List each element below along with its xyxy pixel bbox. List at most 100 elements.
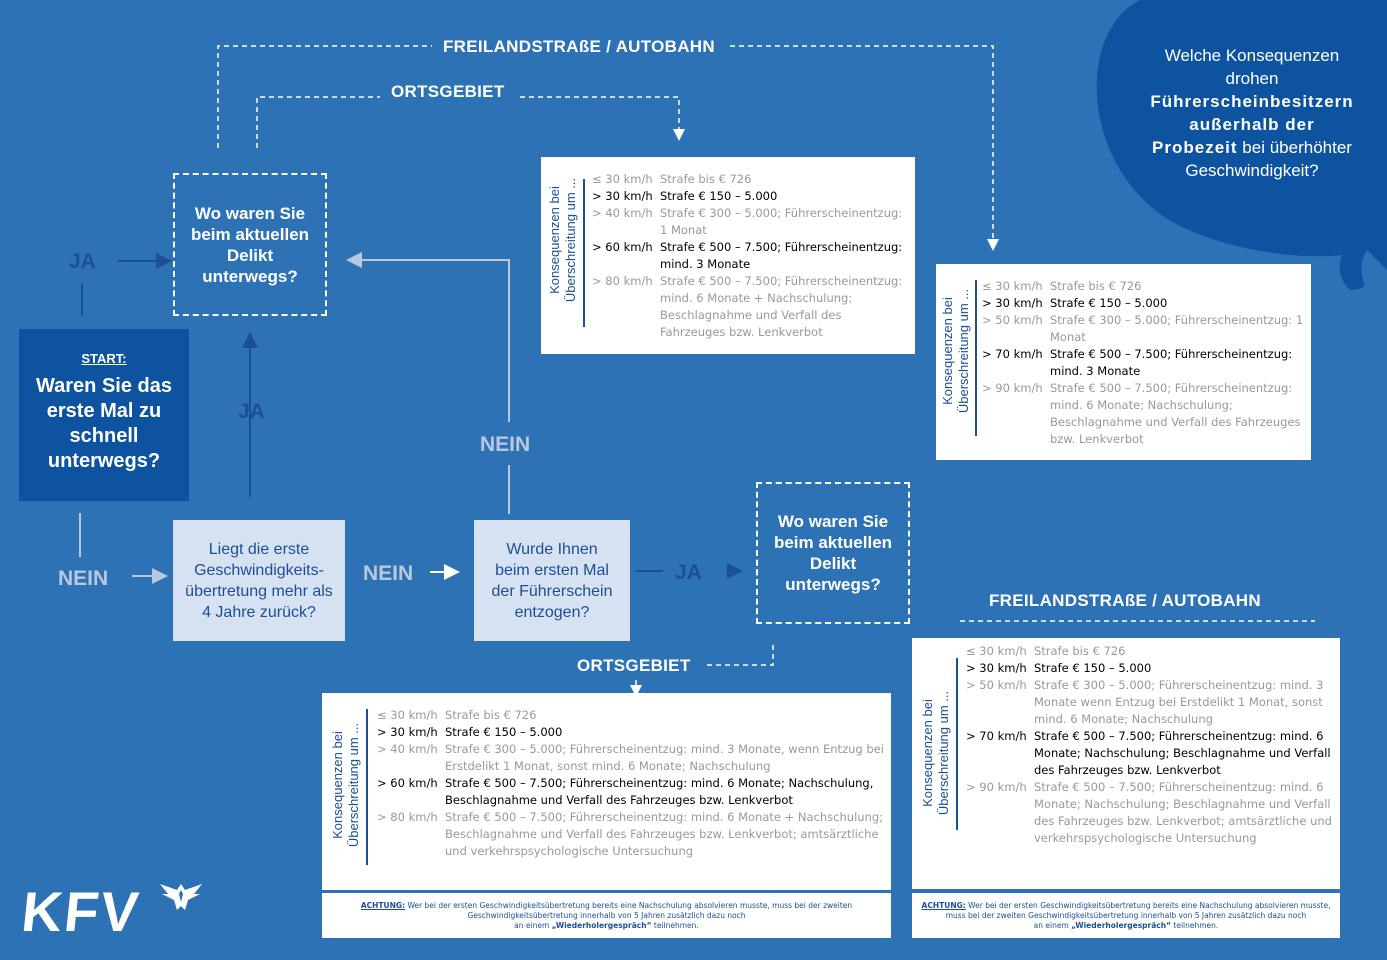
- speed-threshold: ≤ 30 km/h: [982, 279, 1043, 293]
- table-divider: [956, 658, 958, 830]
- speech-bubble-text: Welche Konsequenzen drohen Führerscheinb…: [1112, 44, 1387, 182]
- answer-nein-start: NEIN: [58, 567, 109, 590]
- consequence-text: Strafe € 500 – 7.500; Führerscheinentzug…: [1050, 381, 1301, 446]
- answer-nein-up: NEIN: [480, 433, 531, 456]
- kfv-logo: KFV: [18, 880, 144, 943]
- table-row: > 80 km/h Strafe € 500 – 7.500; Führersch…: [377, 809, 887, 860]
- table-row: > 90 km/h Strafe € 500 – 7.500; Führersch…: [966, 779, 1336, 847]
- table-row: ≤ 30 km/h Strafe bis € 726: [966, 643, 1336, 660]
- speed-threshold: > 90 km/h: [966, 780, 1027, 794]
- table-row: > 60 km/h Strafe € 500 – 7.500; Führersch…: [592, 239, 910, 273]
- speed-threshold: > 80 km/h: [377, 810, 438, 824]
- table-row: > 70 km/h Strafe € 500 – 7.500; Führersch…: [982, 346, 1306, 380]
- table-row: > 60 km/h Strafe € 500 – 7.500; Führersch…: [377, 775, 887, 809]
- consequence-text: Strafe € 500 – 7.500; Führerscheinentzug…: [1034, 729, 1331, 777]
- question-location-bottom: Wo waren Sie beim aktuellen Delikt unter…: [756, 482, 910, 624]
- speed-threshold: > 40 km/h: [592, 206, 653, 220]
- table-row: > 40 km/h Strafe € 300 – 5.000; Führersch…: [377, 741, 887, 775]
- speed-threshold: > 70 km/h: [982, 347, 1043, 361]
- consequence-text: Strafe bis € 726: [1034, 644, 1126, 658]
- speed-threshold: > 50 km/h: [982, 313, 1043, 327]
- speed-threshold: > 60 km/h: [377, 776, 438, 790]
- speed-threshold: > 90 km/h: [982, 381, 1043, 395]
- eagle-icon: [160, 884, 202, 910]
- consequence-text: Strafe € 500 – 7.500; Führerscheinentzug…: [660, 240, 903, 271]
- consequence-text: Strafe € 500 – 7.500; Führerscheinentzug…: [445, 810, 884, 858]
- table-row: ≤ 30 km/h Strafe bis € 726: [592, 171, 910, 188]
- start-label: START:: [81, 351, 127, 366]
- table-row: > 30 km/h Strafe € 150 – 5.000: [377, 724, 887, 741]
- route-label-freiland-bottom: FREILANDSTRAßE / AUTOBAHN: [989, 591, 1261, 610]
- consequence-text: Strafe € 150 – 5.000: [445, 725, 563, 739]
- note-left: ACHTUNG: Wer bei der ersten Geschwindigk…: [322, 893, 891, 938]
- consequence-text: Strafe € 500 – 7.500; Führerscheinentzug…: [445, 776, 874, 807]
- note-left-line1: Wer bei der ersten Geschwindigkeitsübert…: [405, 901, 853, 910]
- consequence-text: Strafe € 500 – 7.500; Führerscheinentzug…: [1034, 780, 1332, 845]
- speed-threshold: > 70 km/h: [966, 729, 1027, 743]
- consequence-text: Strafe € 500 – 7.500; Führerscheinentzug…: [1050, 347, 1293, 378]
- speed-threshold: > 40 km/h: [377, 742, 438, 756]
- consequence-text: Strafe € 300 – 5.000; Führerscheinentzug…: [660, 206, 903, 237]
- consequence-text: Strafe bis € 726: [660, 172, 752, 186]
- bubble-bold2: außerhalb der: [1189, 115, 1315, 134]
- answer-ja-left: JA: [69, 250, 96, 273]
- speed-threshold: ≤ 30 km/h: [377, 708, 438, 722]
- speed-threshold: > 30 km/h: [377, 725, 438, 739]
- bubble-bold1: Führerscheinbesitzern: [1150, 92, 1354, 111]
- question-location-top: Wo waren Sie beim aktuellen Delikt unter…: [173, 173, 327, 316]
- question-entzogen: Wurde Ihnen beim ersten Mal der Führersc…: [474, 520, 630, 641]
- speed-threshold: > 30 km/h: [592, 189, 653, 203]
- table-row: > 80 km/h Strafe € 500 – 7.500; Führersch…: [592, 273, 910, 341]
- speed-threshold: > 80 km/h: [592, 274, 653, 288]
- note-left-emph: „Wiederholergespräch“: [551, 921, 652, 930]
- consequence-text: Strafe € 500 – 7.500; Führerscheinentzug…: [660, 274, 903, 339]
- consequence-text: Strafe € 150 – 5.000: [1050, 296, 1168, 310]
- note-left-line2: Geschwindigkeitsübertretung innerhalb vo…: [467, 911, 746, 920]
- bubble-line2: drohen: [1225, 69, 1279, 88]
- table-row: ≤ 30 km/h Strafe bis € 726: [377, 707, 887, 724]
- route-label-ortsgebiet-bottom: ORTSGEBIET: [577, 656, 691, 675]
- answer-ja-middle: JA: [238, 400, 265, 423]
- note-right-line1: Wer bei der ersten Geschwindigkeitsübert…: [965, 901, 1331, 910]
- note-right: ACHTUNG: Wer bei der ersten Geschwindigk…: [912, 893, 1340, 938]
- kfv-logo-text: KFV: [18, 880, 144, 943]
- consequence-text: Strafe € 300 – 5.000; Führerscheinentzug…: [445, 742, 884, 773]
- note-left-post: teilnehmen.: [651, 921, 699, 930]
- consequence-text: Strafe € 150 – 5.000: [660, 189, 778, 203]
- speed-threshold: ≤ 30 km/h: [966, 644, 1027, 658]
- speech-bubble: [1096, 0, 1387, 290]
- note-right-line2: muss bei der zweiten Geschwindigkeitsübe…: [945, 911, 1307, 920]
- speed-threshold: ≤ 30 km/h: [592, 172, 653, 186]
- consequence-text: Strafe bis € 726: [445, 708, 537, 722]
- route-label-freiland-top: FREILANDSTRAßE / AUTOBAHN: [443, 37, 715, 56]
- table-row: > 40 km/h Strafe € 300 – 5.000; Führersch…: [592, 205, 910, 239]
- table-row: > 30 km/h Strafe € 150 – 5.000: [592, 188, 910, 205]
- table-divider: [975, 280, 977, 436]
- table-divider: [366, 709, 368, 865]
- answer-nein-middle: NEIN: [363, 562, 414, 585]
- bubble-line3: Probezeit bei überhöhter: [1112, 136, 1387, 159]
- consequence-text: Strafe € 300 – 5.000; Führerscheinentzug…: [1034, 678, 1324, 726]
- note-left-achtung: ACHTUNG:: [360, 901, 406, 910]
- speed-threshold: > 60 km/h: [592, 240, 653, 254]
- start-question: Waren Sie das erste Mal zu schnell unter…: [36, 375, 172, 472]
- consequence-text: Strafe € 150 – 5.000: [1034, 661, 1152, 675]
- answer-ja-right: JA: [675, 561, 702, 584]
- bubble-line4: Geschwindigkeit?: [1185, 161, 1319, 180]
- question-4-years: Liegt die erste Geschwindigkeits-übertre…: [173, 520, 345, 641]
- bubble-bold3: Probezeit: [1152, 138, 1238, 157]
